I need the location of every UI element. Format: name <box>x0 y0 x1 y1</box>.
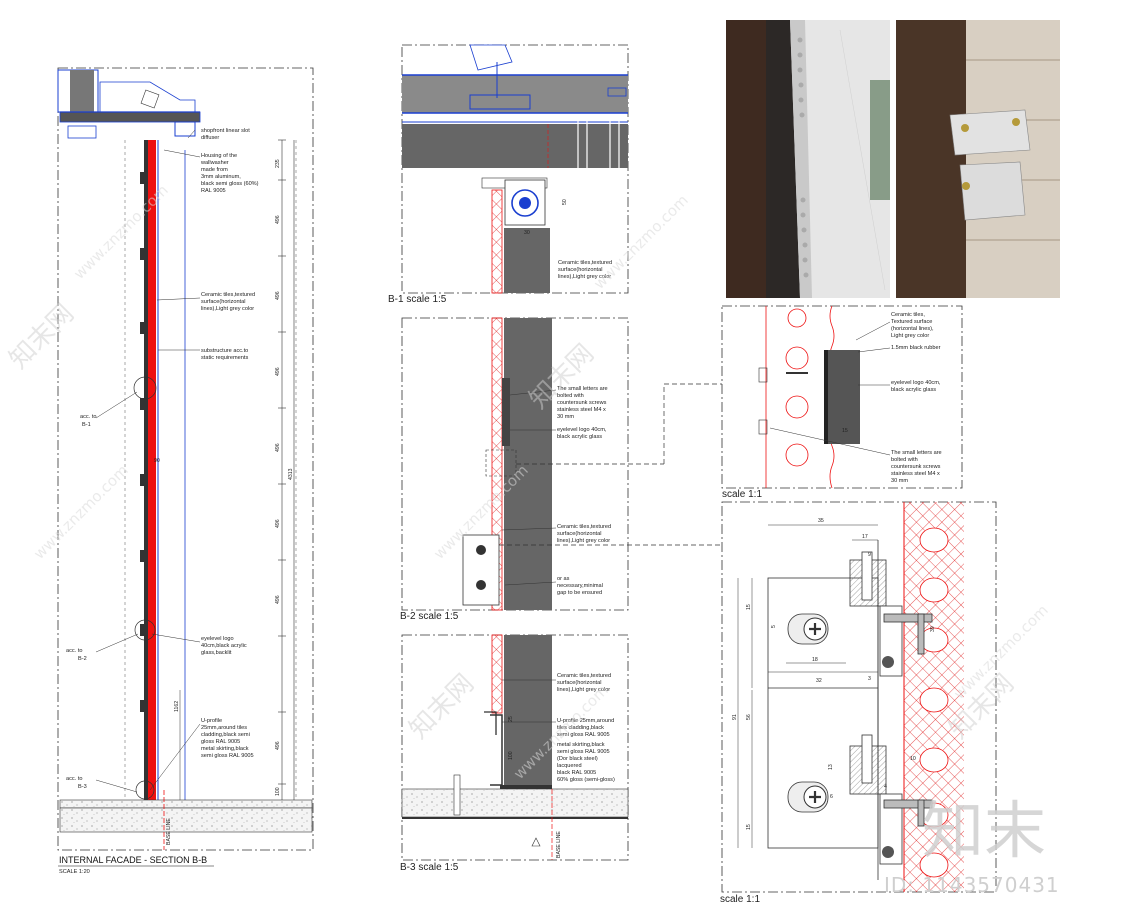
b1-label-ceramic: Ceramic tiles,textured surface(horizonta… <box>558 260 614 280</box>
b1-dim-a: 50 <box>562 199 568 205</box>
label-uprofile: U-profile 25mm,around tiles cladding,bla… <box>201 718 254 759</box>
d2-dim-15b: 15 <box>746 824 752 830</box>
watermark-brand-1: 知末网 <box>4 299 80 375</box>
watermark-url-2: www.znzmo.com <box>30 461 132 563</box>
d1-dim: 15 <box>842 428 848 434</box>
detail-scale11-bottom: 35 17 9 15 5 39 18 32 91 56 13 15 6 4 3 … <box>720 501 997 905</box>
dim-496-2: 496 <box>275 291 281 300</box>
photo-tile-edge <box>726 20 890 298</box>
dim-496-6: 496 <box>275 595 281 604</box>
d2-dim-56: 56 <box>746 714 752 720</box>
detail-scale11-top: 15 Ceramic tiles, Textured surface (hori… <box>721 305 963 500</box>
ref-b2: acc. to B-2 <box>66 648 87 662</box>
dim-496-1: 496 <box>275 215 281 224</box>
d2-dim-3: 3 <box>868 676 871 682</box>
dim-235: 235 <box>275 159 281 168</box>
b2-scale: B-2 scale 1:5 <box>400 611 459 622</box>
d2-dim-32: 32 <box>816 678 822 684</box>
b3-dim-a: 25 <box>508 716 514 722</box>
dim-100: 100 <box>275 787 281 796</box>
main-scale: SCALE 1:20 <box>59 869 90 875</box>
dim-inner: 90 <box>154 458 160 464</box>
d1-label-logo: eyelevel logo 40cm, black acrylic glass <box>891 380 942 393</box>
dim-496-3: 496 <box>275 367 281 376</box>
watermark-id: ID: 1143570431 <box>884 873 1060 897</box>
ref-b3: acc. to B-3 <box>66 776 87 790</box>
dim-bottom: 1162 <box>174 701 180 712</box>
label-diffuser: shopfront linear slot diffuser <box>201 128 251 141</box>
d2-scale: scale 1:1 <box>720 894 760 905</box>
d1-label-rubber: 1.5mm black rubber <box>891 345 941 351</box>
d2-dim-9: 9 <box>868 552 871 558</box>
d2-dim-15a: 15 <box>746 604 752 610</box>
d2-dim-17: 17 <box>862 534 868 540</box>
d1-label-ceramic: Ceramic tiles, Textured surface (horizon… <box>891 312 935 339</box>
d2-dim-39: 39 <box>930 626 936 632</box>
main-title: INTERNAL FACADE - SECTION B-B <box>59 855 207 865</box>
detail-b3: BASE LINE 25 100 Ceramic tiles,textured … <box>400 634 629 873</box>
label-housing: Housing of the wallwasher made from 3mm … <box>200 153 260 194</box>
b3-label-uprofile: U-profile 25mm,around tiles cladding,bla… <box>557 718 616 783</box>
b3-scale: B-3 scale 1:5 <box>400 862 459 873</box>
d2-dim-10: 10 <box>910 756 916 762</box>
b3-dim-b: 100 <box>508 751 514 760</box>
ref-b1: acc. to B-1 <box>80 414 98 428</box>
b2-label-logo: eyelevel logo 40cm, black acrylic glass <box>557 427 608 440</box>
d2-dim-5: 5 <box>771 625 777 628</box>
label-logo: eyelevel logo 40cm,black acrylic glass,b… <box>201 636 248 656</box>
b3-label-ceramic: Ceramic tiles,textured surface(horizonta… <box>557 673 613 693</box>
d2-dim-35: 35 <box>818 518 824 524</box>
label-substructure: substructure acc.to static requirements <box>201 348 250 361</box>
d2-dim-4: 4 <box>884 784 887 790</box>
dim-496-4: 496 <box>275 443 281 452</box>
watermark-brand-large: 知末 <box>922 794 1046 867</box>
d1-scale: scale 1:1 <box>722 489 762 500</box>
b3-base-line: BASE LINE <box>556 831 562 858</box>
d2-dim-13: 13 <box>828 764 834 770</box>
d2-dim-18: 18 <box>812 657 818 663</box>
d2-dim-91: 91 <box>732 714 738 720</box>
label-ceramic: Ceramic tiles,textured surface(horizonta… <box>201 292 257 312</box>
d1-label-letters: The small letters are bolted with counte… <box>891 450 943 484</box>
b2-label-ceramic: Ceramic tiles,textured surface(horizonta… <box>557 524 613 544</box>
b1-scale: B-1 scale 1:5 <box>388 294 447 305</box>
main-section: BASE LINE 235 496 496 496 496 496 496 49… <box>57 67 314 875</box>
watermark-brand-3: 知末网 <box>404 669 480 745</box>
dim-total: 4313 <box>288 468 294 480</box>
watermark-url-4: www.znzmo.com <box>590 191 692 293</box>
d2-dim-6: 6 <box>830 794 833 800</box>
dim-496-5: 496 <box>275 519 281 528</box>
photo-bracket <box>896 20 1060 298</box>
detail-b1: 50 30 Ceramic tiles,textured surface(hor… <box>388 44 629 305</box>
watermark-url-1: www.znzmo.com <box>70 181 172 283</box>
b1-dim-b: 30 <box>524 230 530 236</box>
b2-label-gap: or as necessary,minimal gap to be ensure… <box>557 576 604 596</box>
b2-label-letters: The small letters are bolted with counte… <box>557 386 609 420</box>
base-line-label: BASE LINE <box>166 818 172 845</box>
dim-496-7: 496 <box>275 741 281 750</box>
